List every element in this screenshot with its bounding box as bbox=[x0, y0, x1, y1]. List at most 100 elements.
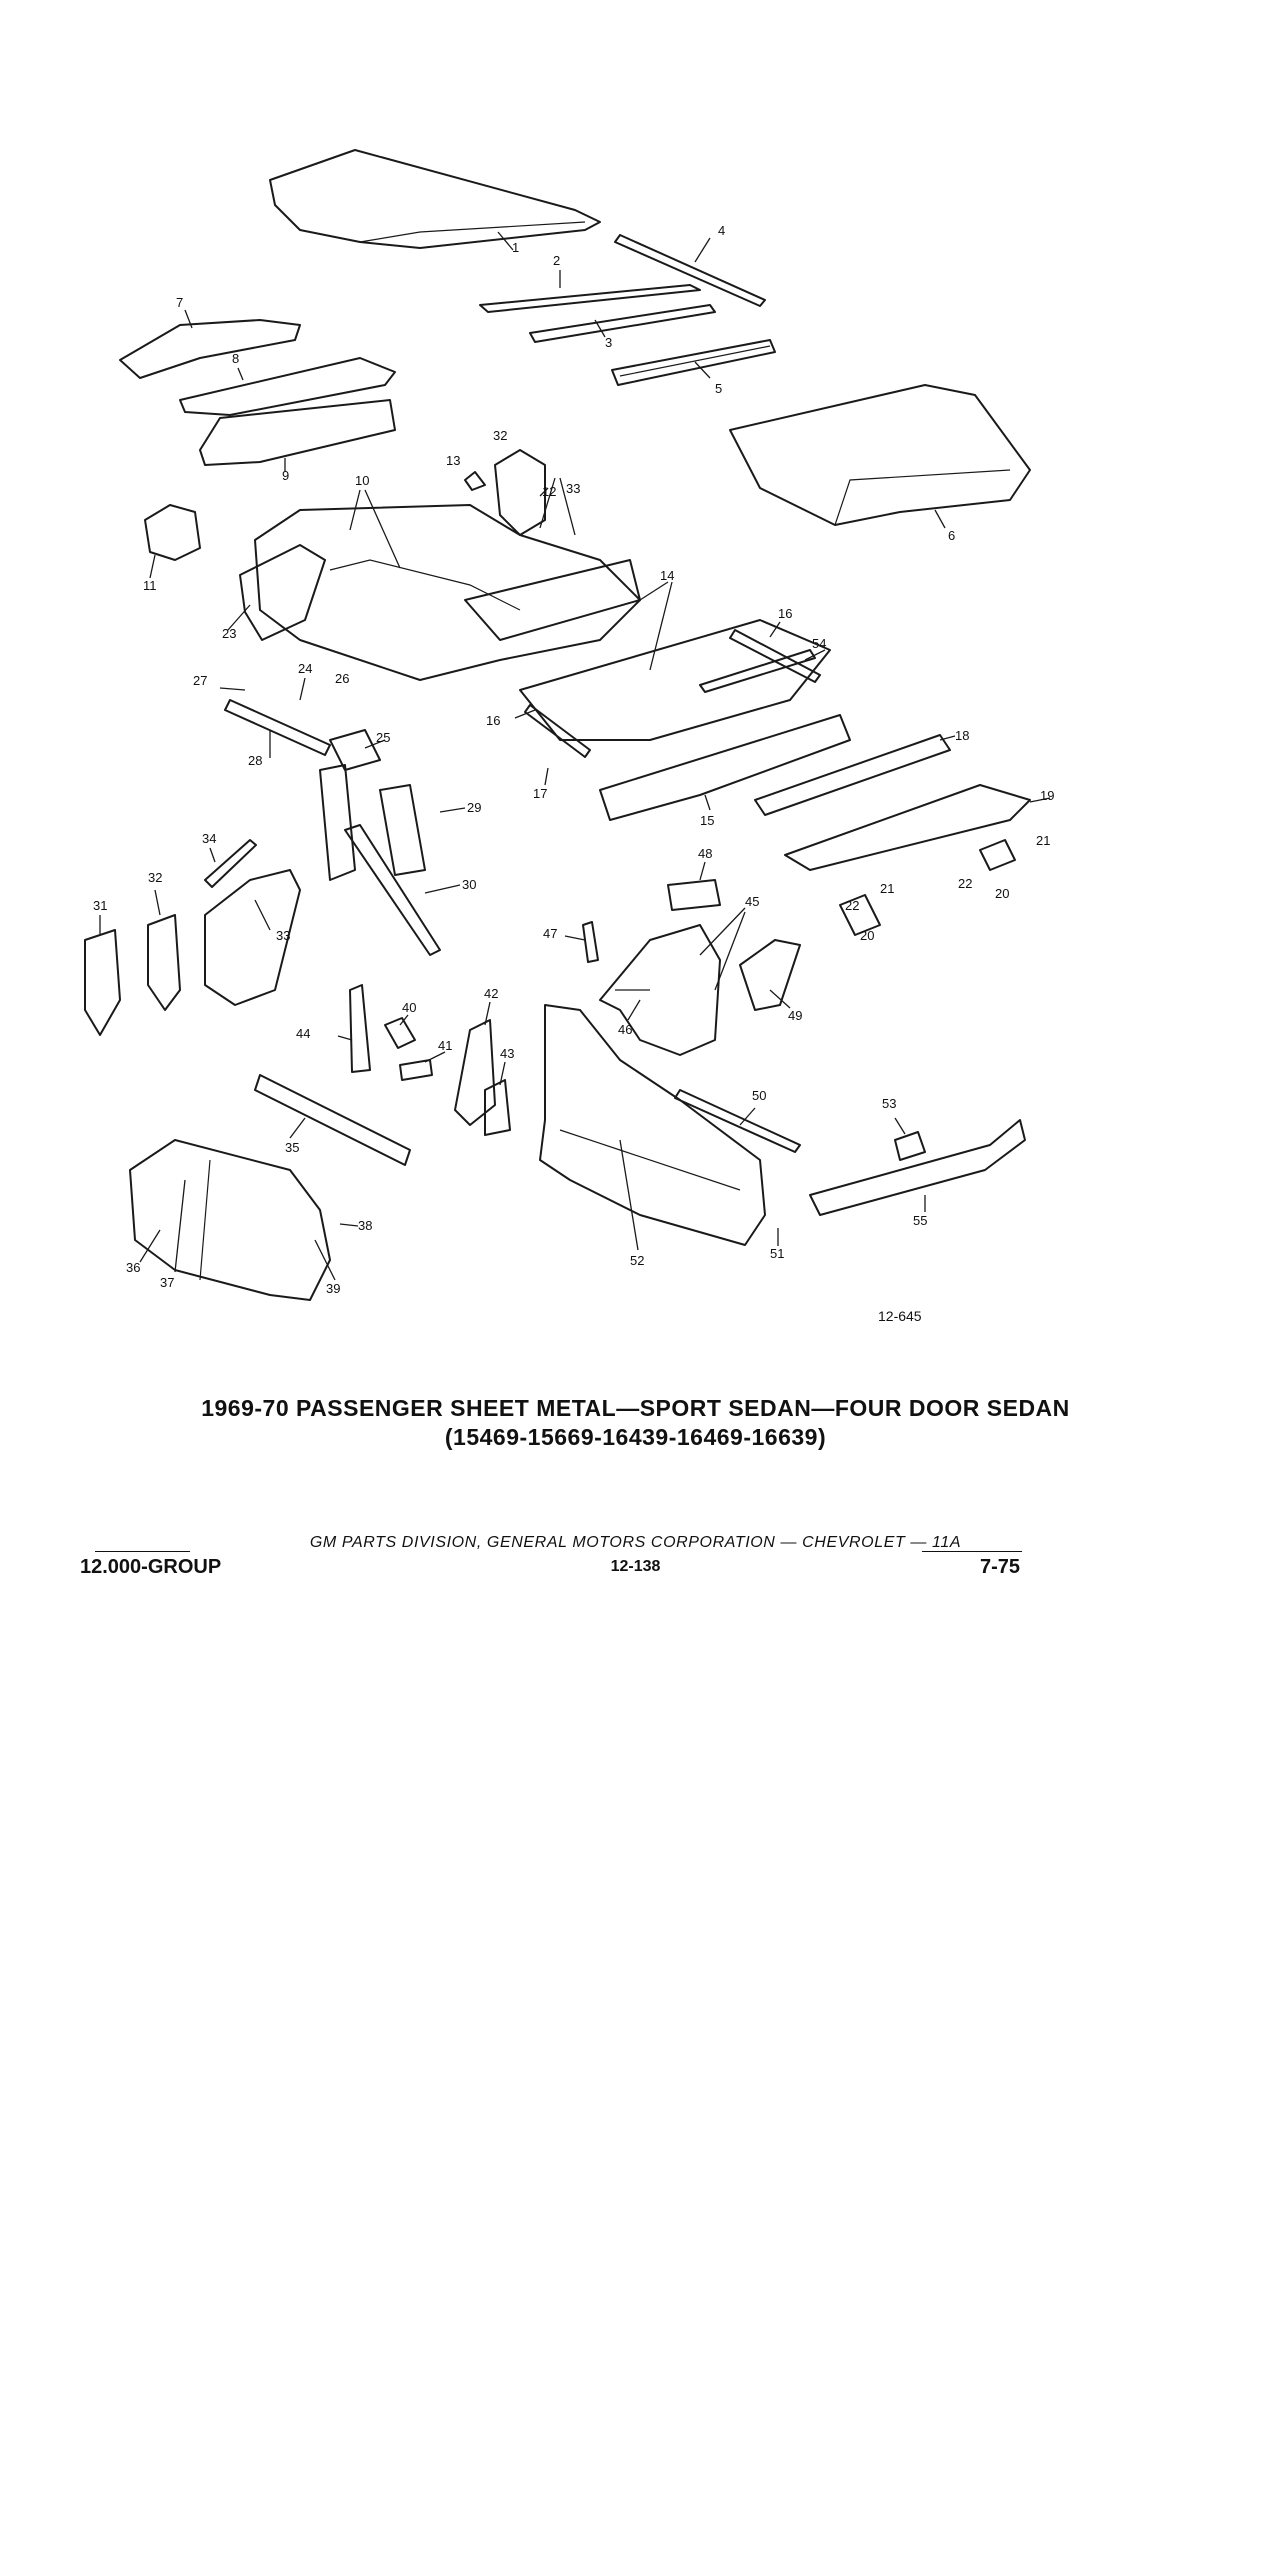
callout-label: 21 bbox=[880, 881, 894, 896]
callout-label: 32 bbox=[148, 870, 162, 885]
callout-label: 20 bbox=[860, 928, 874, 943]
callout-label: 22 bbox=[958, 876, 972, 891]
part-center-pillar bbox=[344, 824, 441, 956]
callout-label: 53 bbox=[882, 1096, 896, 1111]
part-upper-bracket bbox=[667, 879, 721, 911]
callout-label: 49 bbox=[788, 1008, 802, 1023]
part-roof-panel bbox=[269, 149, 601, 249]
callout-label: 48 bbox=[698, 846, 712, 861]
leader-lines bbox=[99, 231, 1051, 1281]
part-cowl-side bbox=[144, 504, 201, 561]
part-roof-rail bbox=[529, 304, 716, 343]
part-door-inner-panel bbox=[204, 869, 301, 1006]
part-small-bracket bbox=[464, 471, 486, 491]
model-numbers: (15469-15669-16439-16469-16639) bbox=[444, 1424, 827, 1450]
part-door-glass-run bbox=[204, 839, 257, 888]
callout-label: 45 bbox=[745, 894, 759, 909]
callout-label: 33 bbox=[566, 481, 580, 496]
callout-label: 46 bbox=[618, 1022, 632, 1037]
part-door-frame-b bbox=[147, 914, 181, 1011]
part-rear-bracket-b bbox=[839, 894, 881, 936]
callout-label: 42 bbox=[484, 986, 498, 1001]
callout-label: 43 bbox=[500, 1046, 514, 1061]
part-roof-bow bbox=[479, 284, 701, 313]
callout-label: 23 bbox=[222, 626, 236, 641]
part-hinge-bracket bbox=[494, 449, 546, 536]
callout-label: 26 bbox=[335, 671, 349, 686]
part-quarter-inner-rear bbox=[484, 1079, 511, 1136]
callout-label: 54 bbox=[812, 636, 826, 651]
callout-label: 37 bbox=[160, 1275, 174, 1290]
callout-label: 5 bbox=[715, 381, 722, 396]
callout-label: 18 bbox=[955, 728, 969, 743]
part-lock-pillar bbox=[379, 784, 426, 876]
footer-rule-left bbox=[95, 1551, 190, 1552]
part-rear-bracket-a bbox=[979, 839, 1016, 871]
part-outlines bbox=[84, 149, 1031, 1301]
part-front-pillar bbox=[239, 544, 326, 641]
callout-label: 40 bbox=[402, 1000, 416, 1015]
callout-label: 12 bbox=[542, 484, 556, 499]
part-dash-lower bbox=[199, 399, 396, 466]
callout-label: 3 bbox=[605, 335, 612, 350]
callout-label: 30 bbox=[462, 877, 476, 892]
callout-label: 51 bbox=[770, 1246, 784, 1261]
callouts: 1 2 3 4 5 6 7 8 9 10 11 12 13 15 16 16 1… bbox=[93, 223, 1054, 1296]
part-seat-back-panel bbox=[699, 649, 816, 693]
callout-label: 14 bbox=[660, 568, 674, 583]
footer-credit: GM PARTS DIVISION, GENERAL MOTORS CORPOR… bbox=[309, 1534, 962, 1551]
callout-label: 11 bbox=[143, 578, 157, 593]
callout-label: 16 bbox=[486, 713, 500, 728]
callout-label: 16 bbox=[778, 606, 792, 621]
part-cowl-panel bbox=[119, 319, 301, 379]
callout-label: 21 bbox=[1036, 833, 1050, 848]
callout-label: 41 bbox=[438, 1038, 452, 1053]
part-door-frame-a bbox=[84, 929, 121, 1036]
part-wheelhouse-rear bbox=[739, 939, 801, 1011]
part-hinge-pillar bbox=[349, 984, 371, 1073]
part-trunk-floor bbox=[754, 734, 951, 816]
callout-label: 9 bbox=[282, 468, 289, 483]
part-rocker-reinforcement bbox=[224, 699, 331, 756]
callout-label: 28 bbox=[248, 753, 262, 768]
part-tail-lamp-bracket bbox=[894, 1131, 926, 1161]
callout-label: 17 bbox=[533, 786, 547, 801]
callout-label: 50 bbox=[752, 1088, 766, 1103]
footer-rule-right bbox=[922, 1551, 1022, 1552]
callout-label: 6 bbox=[948, 528, 955, 543]
part-deck-lid bbox=[729, 384, 1031, 526]
part-pillar-upper bbox=[329, 729, 381, 771]
callout-label: 38 bbox=[358, 1218, 372, 1233]
part-door-hinge-b bbox=[399, 1059, 433, 1081]
callout-label: 55 bbox=[913, 1213, 927, 1228]
part-door-hinge-a bbox=[384, 1017, 416, 1049]
callout-label: 15 bbox=[700, 813, 714, 828]
callout-label: 24 bbox=[298, 661, 312, 676]
figure-number: 12-645 bbox=[878, 1308, 922, 1324]
callout-label: 31 bbox=[93, 898, 107, 913]
part-rocker-panel bbox=[254, 1074, 411, 1166]
part-wheelhouse bbox=[599, 924, 721, 1056]
part-side-rail bbox=[729, 629, 821, 683]
callout-label: 20 bbox=[995, 886, 1009, 901]
part-rear-end-panel bbox=[809, 1119, 1026, 1216]
footer-group: 12.000-GROUP bbox=[80, 1556, 222, 1578]
callout-label: 39 bbox=[326, 1281, 340, 1296]
callout-label: 1 bbox=[512, 240, 519, 255]
part-back-window-panel bbox=[611, 339, 776, 386]
part-door-outer-panel bbox=[129, 1139, 331, 1301]
part-windshield-header bbox=[614, 234, 766, 307]
part-dash-panel bbox=[179, 357, 396, 416]
part-trunk-floor-rear bbox=[784, 784, 1031, 871]
callout-label: 19 bbox=[1040, 788, 1054, 803]
footer-page-number: 12-138 bbox=[610, 1558, 661, 1575]
part-quarter-molding bbox=[674, 1089, 801, 1153]
callout-label: 2 bbox=[553, 253, 560, 268]
callout-label: 35 bbox=[285, 1140, 299, 1155]
page-title: 1969-70 PASSENGER SHEET METAL—SPORT SEDA… bbox=[201, 1395, 1070, 1421]
callout-label: 7 bbox=[176, 295, 183, 310]
part-floor-rail bbox=[524, 704, 591, 758]
part-quarter-panel bbox=[539, 1004, 766, 1246]
callout-label: 27 bbox=[193, 673, 207, 688]
part-wheelhouse-bracket bbox=[582, 921, 599, 963]
